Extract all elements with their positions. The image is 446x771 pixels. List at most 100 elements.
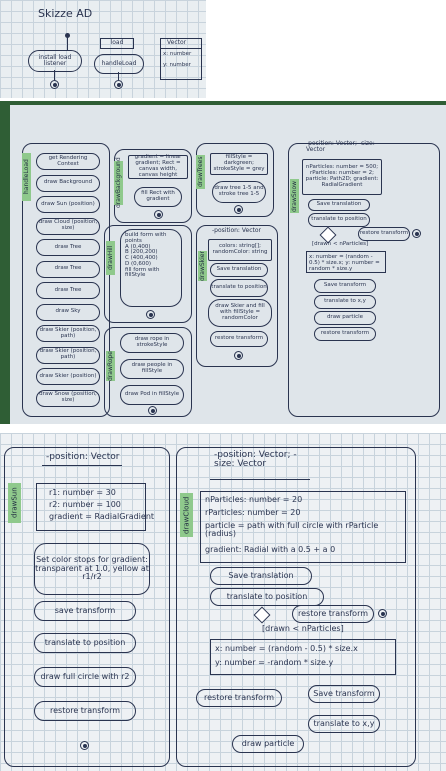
- cloud-vars: nParticles: number = 20 rParticles: numb…: [200, 491, 406, 563]
- divider: [210, 479, 310, 480]
- snow-guard: [drawn < nParticles]: [312, 241, 369, 247]
- draw-rope-step: draw rope in strokeStyle: [120, 333, 184, 353]
- cloud-restore-final: restore transform: [292, 605, 374, 623]
- snow-header: -position: Vector; -size: Vector: [306, 140, 375, 154]
- cloud-header: -position: Vector; -size: Vector: [214, 450, 297, 470]
- handle-load-step: draw Skier (position): [36, 368, 100, 385]
- sun-color-stops: Set color stops for gradient: transparen…: [34, 543, 150, 595]
- top-sketch-photo: Skizze AD install load listener load han…: [0, 0, 206, 98]
- snow-frame: [288, 143, 440, 417]
- end-node: [412, 229, 421, 238]
- sun-r2: r2: number = 100: [49, 500, 121, 509]
- divider: [161, 48, 201, 49]
- install-listener-action: install load listener: [28, 50, 82, 72]
- sun-frame: [4, 447, 170, 767]
- snow-save-transform: Save transform: [314, 279, 376, 293]
- tab-draw-cloud: drawCloud: [180, 493, 193, 537]
- connector: [118, 72, 119, 80]
- handle-load-step: draw Skier (position, path): [36, 325, 100, 342]
- vector-class-box: Vector x: number y: number: [160, 38, 202, 80]
- handle-load-step: get Rendering Context: [36, 153, 100, 170]
- handle-load-step: draw Skier (position, path): [36, 346, 100, 364]
- tab-draw-background: drawBackground: [114, 157, 123, 209]
- cloud-y: y: number = -random * size.y: [215, 658, 334, 667]
- skier-translate: translate to position: [210, 279, 268, 297]
- point-a: A (0,400): [125, 243, 151, 250]
- skier-restore: restore transform: [210, 331, 268, 347]
- connector: [54, 70, 55, 80]
- sketch-title: Skizze AD: [38, 7, 93, 20]
- end-node: [154, 210, 163, 219]
- point-d: D (0,600): [125, 260, 152, 267]
- fill-rect-step: fill Rect with gradient: [134, 187, 182, 207]
- hill-frame: [104, 225, 192, 323]
- tab-draw-hill: drawHill: [106, 241, 115, 275]
- sun-translate: translate to position: [34, 633, 136, 653]
- cloud-save-transform: Save transform: [308, 685, 380, 703]
- sun-draw-circle: draw full circle with r2: [34, 667, 136, 687]
- cloud-gradient: gradient: Radial with a 0.5 + a 0: [205, 545, 336, 554]
- snow-xy-step: x: number = (random - 0.5) * size.x; y: …: [306, 251, 386, 273]
- hill-points-step: build form with points A (0,400) B (200,…: [120, 229, 182, 307]
- bottom-sketch-photo: -position: Vector drawSun r1: number = 3…: [0, 433, 446, 771]
- handle-load-step: draw Tree: [36, 282, 100, 299]
- end-node: [146, 310, 155, 319]
- skier-frame: [196, 225, 278, 367]
- point-b: B (200,200): [125, 249, 158, 256]
- cloud-rparticles: rParticles: number = 20: [205, 508, 301, 517]
- snow-restore-final: restore transform: [358, 227, 410, 241]
- end-node: [234, 205, 243, 214]
- handle-load-step: draw Cloud (position, size): [36, 217, 100, 235]
- end-node: [148, 406, 157, 415]
- skier-vars: colors: string[]; randomColor: string: [208, 239, 272, 261]
- tab-draw-snow: drawSnow: [290, 179, 299, 213]
- cloud-x: x: number = (random - 0.5) * size.x: [215, 644, 358, 653]
- tab-draw-rope: drawRope: [106, 351, 115, 381]
- handle-load-frame: [22, 143, 110, 417]
- end-node: [234, 351, 243, 360]
- end-node: [80, 741, 89, 750]
- snow-translate: translate to position: [308, 213, 370, 227]
- handle-load-action: handleLoad: [94, 54, 144, 74]
- skier-save: Save translation: [210, 263, 268, 277]
- handle-load-step: draw Background: [36, 174, 100, 192]
- snow-draw-particle: draw particle: [314, 311, 376, 325]
- cloud-draw-particle: draw particle: [232, 735, 304, 753]
- hill-points-list: build form with points A (0,400) B (200,…: [121, 230, 181, 282]
- draw-tree-step: draw tree 1-5 and stroke tree 1-5: [212, 181, 266, 203]
- sun-header: -position: Vector: [46, 452, 120, 462]
- divider: [42, 465, 122, 466]
- tree-style-step: fillStyle = darkgreen; strokeStyle = gre…: [210, 153, 268, 175]
- draw-people-step: draw people in fillStyle: [120, 359, 184, 379]
- snow-save: Save translation: [308, 199, 370, 211]
- end-node: [114, 80, 123, 89]
- handle-load-step: draw Snow (position, size): [36, 389, 100, 407]
- sun-gradient: gradient = RadialGradient: [49, 512, 155, 521]
- background-gradient-step: gradient = linear gradient; Rect = canva…: [128, 155, 188, 179]
- hill-fill-text: fill form with fillStyle: [125, 266, 160, 279]
- tab-handle-load: handleLoad: [22, 153, 31, 201]
- handle-load-step: draw Sky: [36, 303, 100, 321]
- vector-title: Vector: [167, 39, 187, 46]
- snow-restore-transform: restore transform: [314, 327, 376, 341]
- end-node: [378, 609, 387, 618]
- tab-draw-trees: drawTrees: [196, 155, 205, 189]
- tab-draw-sun: drawSun: [8, 483, 21, 523]
- cloud-guard: [drawn < nParticles]: [262, 624, 344, 633]
- point-c: C (400,400): [125, 255, 158, 262]
- vector-y: y: number: [163, 62, 191, 68]
- draw-pod-step: draw Pod in fillStyle: [120, 385, 184, 405]
- start-node: [65, 33, 70, 38]
- handle-load-step: draw Tree: [36, 260, 100, 278]
- vector-x: x: number: [163, 51, 192, 57]
- cloud-translate-xy: translate to x,y: [308, 715, 380, 733]
- sun-restore-transform: restore transform: [34, 701, 136, 721]
- handle-load-step: draw Sun (position): [36, 196, 100, 213]
- tab-draw-skier: drawSkier: [198, 251, 207, 281]
- cloud-frame: [176, 447, 416, 767]
- cloud-nparticles: nParticles: number = 20: [205, 495, 303, 504]
- snow-translate-xy: translate to x,y: [314, 295, 376, 309]
- skier-header: -position: Vector: [212, 227, 261, 234]
- sun-save-transform: save transform: [34, 601, 136, 621]
- skier-draw: draw Skier and fill with fillStyle = ran…: [208, 299, 272, 327]
